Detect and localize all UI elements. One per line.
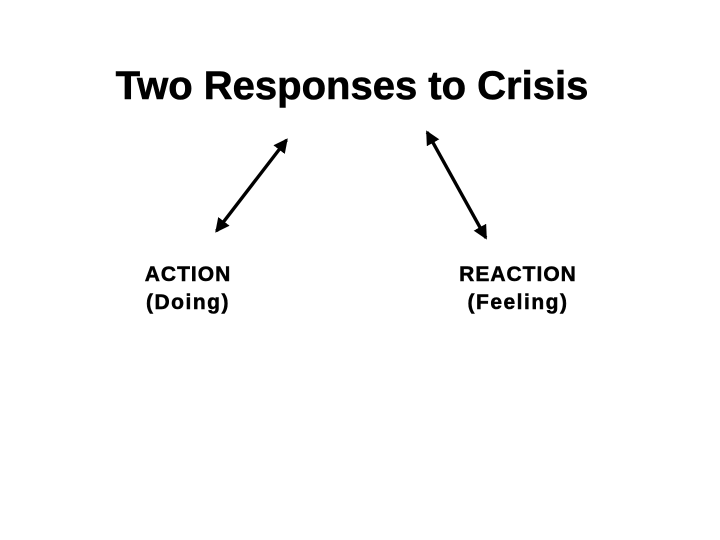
node-action-label: ACTION <box>144 263 232 287</box>
node-reaction: REACTION (Feeling) <box>459 261 577 317</box>
slide-title: Two Responses to Crisis <box>115 64 589 109</box>
node-reaction-sublabel: (Feeling) <box>467 291 569 315</box>
node-action-sublabel: (Doing) <box>146 291 230 315</box>
double-arrow-title-reaction <box>425 130 488 240</box>
node-reaction-label: REACTION <box>459 263 577 287</box>
double-arrow-title-action <box>215 138 288 233</box>
node-action: ACTION (Doing) <box>145 261 232 317</box>
